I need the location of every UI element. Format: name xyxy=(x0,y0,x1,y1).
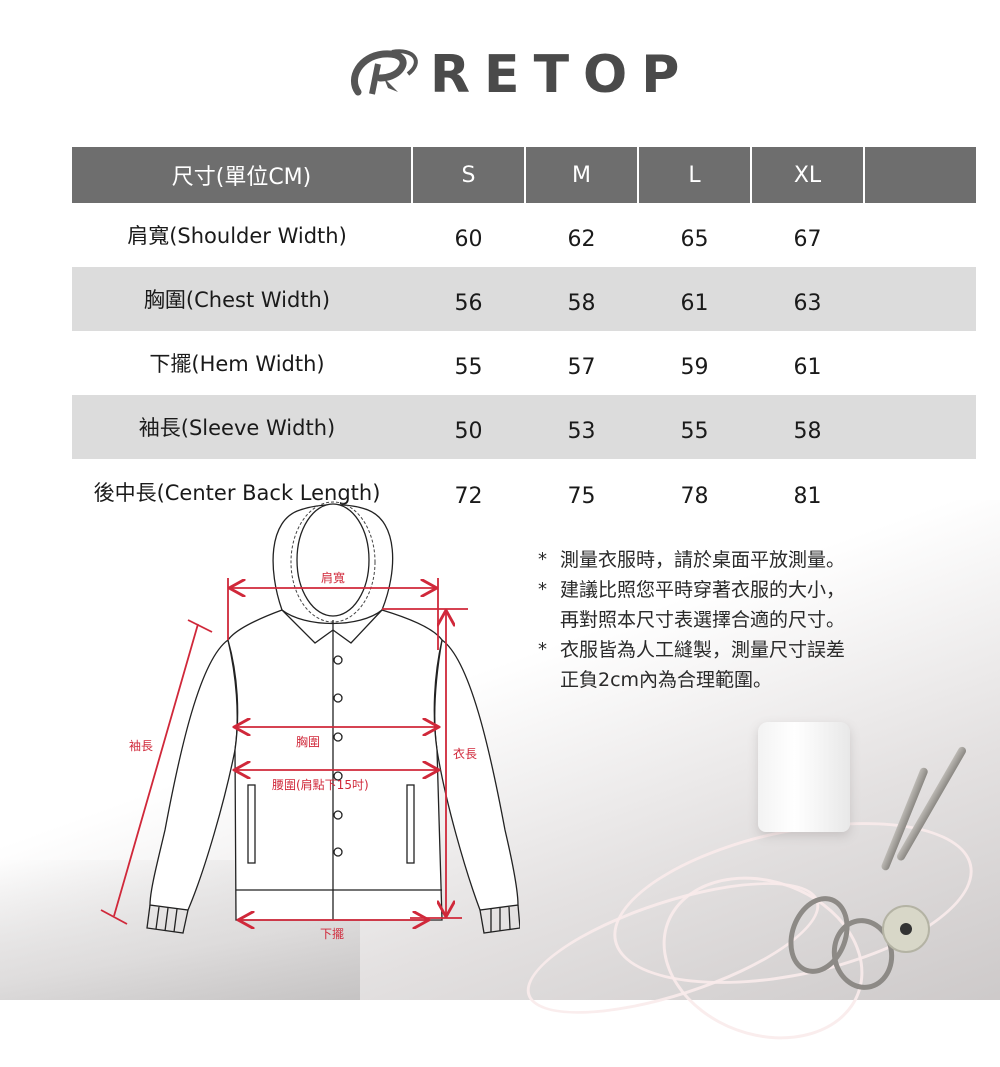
cell-value: 67 xyxy=(793,226,822,252)
shoulder-label: 肩寬 xyxy=(321,571,346,585)
table-row: 後中長(Center Back Length) 72 75 78 81 xyxy=(72,459,976,525)
cell-value: 59 xyxy=(680,354,709,380)
table-header-row: 尺寸(單位CM) S M L XL xyxy=(72,147,976,203)
cell-value: 75 xyxy=(567,483,596,509)
header-size-m: M xyxy=(525,147,639,203)
note-item: * 衣服皆為人工縫製，測量尺寸誤差 xyxy=(538,635,845,665)
size-chart-table: 尺寸(單位CM) S M L XL 肩寬(Shoulder Width) 60 … xyxy=(72,147,976,525)
table-row: 胸圍(Chest Width) 56 58 61 63 xyxy=(72,267,976,331)
bullet-star-icon: * xyxy=(538,579,547,600)
row-label: 肩寬(Shoulder Width) xyxy=(127,224,347,248)
hooded-jacket-outline-icon xyxy=(100,501,521,934)
note-text: 測量衣服時，請於桌面平放測量。 xyxy=(560,549,846,571)
cell-value: 55 xyxy=(454,354,483,380)
cell-value: 61 xyxy=(793,354,822,380)
bobbin-image xyxy=(882,905,930,953)
jacket-measurement-diagram: 肩寬 胸圍 腰圍(肩點下15吋) 衣長 袖長 下擺 xyxy=(0,500,521,960)
cell-value: 57 xyxy=(567,354,596,380)
cell-value xyxy=(864,331,976,395)
table-row: 肩寬(Shoulder Width) 60 62 65 67 xyxy=(72,203,976,267)
cell-value: 78 xyxy=(680,483,709,509)
row-label: 後中長(Center Back Length) xyxy=(93,481,381,505)
row-label: 下擺(Hem Width) xyxy=(149,352,325,376)
brand-logo: RETOP xyxy=(348,45,693,105)
cell-value: 81 xyxy=(793,483,822,509)
header-size-unit: 尺寸(單位CM) xyxy=(72,147,413,203)
table-row: 下擺(Hem Width) 55 57 59 61 xyxy=(72,331,976,395)
cell-value: 58 xyxy=(525,267,638,331)
cell-value: 72 xyxy=(454,483,483,509)
note-text: 建議比照您平時穿著衣服的大小， xyxy=(560,579,846,601)
header-size-empty xyxy=(864,147,976,203)
brand-name: RETOP xyxy=(430,45,694,105)
cell-value: 58 xyxy=(751,395,864,459)
cell-value: 60 xyxy=(454,226,483,252)
cell-value: 55 xyxy=(638,395,751,459)
cell-value xyxy=(864,459,976,525)
row-label: 胸圍(Chest Width) xyxy=(72,267,412,331)
chest-label: 胸圍 xyxy=(296,735,321,749)
cell-value: 50 xyxy=(412,395,525,459)
cell-value: 56 xyxy=(412,267,525,331)
cell-value: 61 xyxy=(638,267,751,331)
cell-value: 62 xyxy=(567,226,596,252)
note-item: * 建議比照您平時穿著衣服的大小， xyxy=(538,575,845,605)
cell-value: 53 xyxy=(525,395,638,459)
cell-value xyxy=(864,203,976,267)
cell-value: 65 xyxy=(680,226,709,252)
length-label: 衣長 xyxy=(453,747,478,761)
measurement-notes: * 測量衣服時，請於桌面平放測量。 * 建議比照您平時穿著衣服的大小， 再對照本… xyxy=(538,545,845,695)
bullet-star-icon: * xyxy=(538,549,547,570)
table-row: 袖長(Sleeve Width) 50 53 55 58 xyxy=(72,395,976,459)
note-text: 衣服皆為人工縫製，測量尺寸誤差 xyxy=(560,639,846,661)
cell-value xyxy=(864,395,976,459)
header-size-s: S xyxy=(412,147,526,203)
sleeve-label: 袖長 xyxy=(129,739,154,753)
bullet-star-icon: * xyxy=(538,639,547,660)
retop-swoosh-logo-icon xyxy=(350,49,418,96)
note-text-continued: 正負2cm內為合理範圍。 xyxy=(560,669,773,691)
header-size-l: L xyxy=(638,147,752,203)
header-size-xl: XL xyxy=(751,147,865,203)
cell-value xyxy=(864,267,976,331)
row-label: 袖長(Sleeve Width) xyxy=(72,395,412,459)
cell-value: 63 xyxy=(751,267,864,331)
thread-spool-image xyxy=(758,722,850,832)
waist-label: 腰圍(肩點下15吋) xyxy=(272,778,369,792)
note-item: * 測量衣服時，請於桌面平放測量。 xyxy=(538,545,845,575)
note-text-continued: 再對照本尺寸表選擇合適的尺寸。 xyxy=(560,609,846,631)
hem-label: 下擺 xyxy=(320,927,345,941)
